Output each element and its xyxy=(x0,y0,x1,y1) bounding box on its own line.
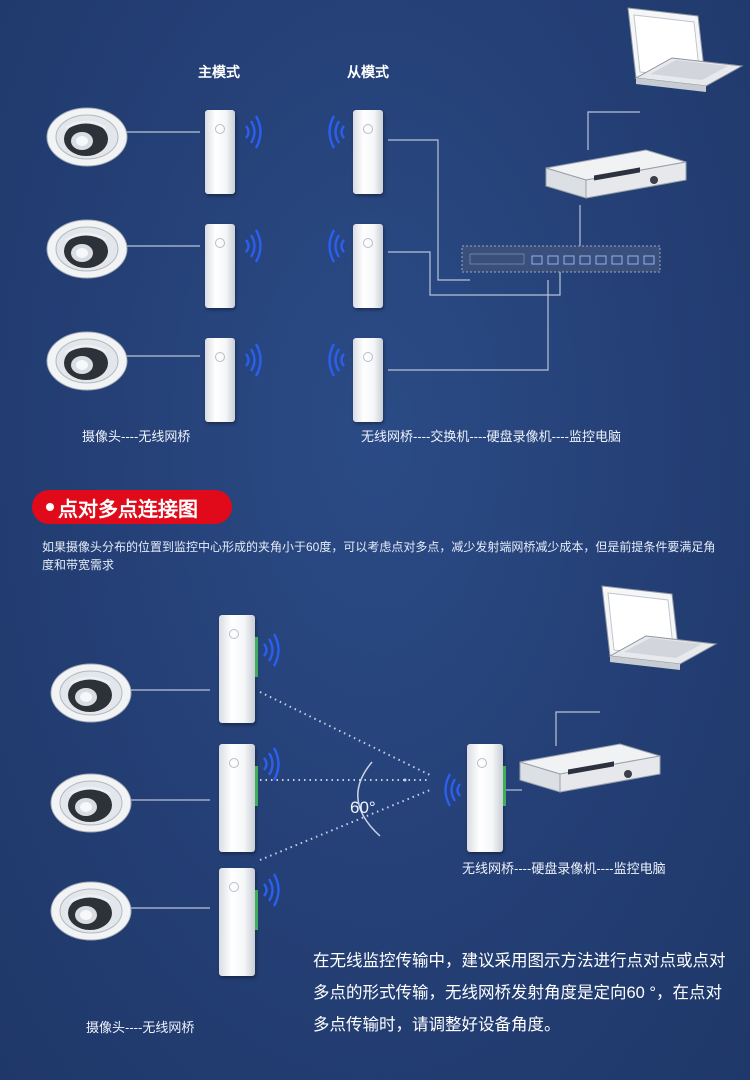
wireless-bridge-icon xyxy=(353,224,383,308)
signal-wave-icon xyxy=(328,114,346,150)
signal-wave-icon xyxy=(244,342,262,378)
master-mode-label: 主模式 xyxy=(198,64,240,80)
bullet-dot-icon xyxy=(46,503,54,511)
signal-wave-icon xyxy=(262,746,280,782)
point-to-multipoint-badge: 点对多点连接图 xyxy=(32,490,232,524)
camera-icon xyxy=(45,106,129,168)
angle-label: 60° xyxy=(350,798,376,817)
wireless-bridge-icon xyxy=(353,110,383,194)
laptop-icon xyxy=(601,585,717,671)
wireless-bridge-icon xyxy=(205,224,235,308)
section2-right-caption: 无线网桥----硬盘录像机----监控电脑 xyxy=(462,861,666,876)
badge-title: 点对多点连接图 xyxy=(58,498,198,521)
camera-icon xyxy=(49,662,133,724)
camera-icon xyxy=(45,218,129,280)
wireless-bridge-icon xyxy=(353,338,383,422)
nvr-icon xyxy=(545,149,687,199)
signal-wave-icon xyxy=(328,228,346,264)
section1-left-caption: 摄像头----无线网桥 xyxy=(82,429,191,444)
wireless-bridge-icon xyxy=(205,338,235,422)
signal-wave-icon xyxy=(328,342,346,378)
nvr-icon xyxy=(519,743,661,793)
slave-mode-label: 从模式 xyxy=(347,64,389,80)
camera-icon xyxy=(45,330,129,392)
wireless-bridge-icon xyxy=(219,868,258,976)
signal-wave-icon xyxy=(244,114,262,150)
section2-left-caption: 摄像头----无线网桥 xyxy=(86,1020,195,1035)
wireless-bridge-icon xyxy=(205,110,235,194)
wireless-bridge-icon xyxy=(219,615,258,723)
signal-wave-icon xyxy=(244,228,262,264)
transmission-note: 在无线监控传输中，建议采用图示方法进行点对点或点对多点的形式传输，无线网桥发射角… xyxy=(313,952,726,1034)
section2-description: 如果摄像头分布的位置到监控中心形成的夹角小于60度，可以考虑点对多点，减少发射端… xyxy=(42,540,716,572)
signal-wave-icon xyxy=(262,872,280,908)
switch-icon xyxy=(461,245,661,273)
camera-icon xyxy=(49,772,133,834)
wireless-bridge-icon xyxy=(467,744,506,852)
section1-right-caption: 无线网桥----交换机----硬盘录像机----监控电脑 xyxy=(361,429,621,444)
signal-wave-icon xyxy=(444,772,462,808)
laptop-icon xyxy=(627,7,743,93)
wireless-bridge-icon xyxy=(219,744,258,852)
camera-icon xyxy=(49,880,133,942)
signal-wave-icon xyxy=(262,632,280,668)
